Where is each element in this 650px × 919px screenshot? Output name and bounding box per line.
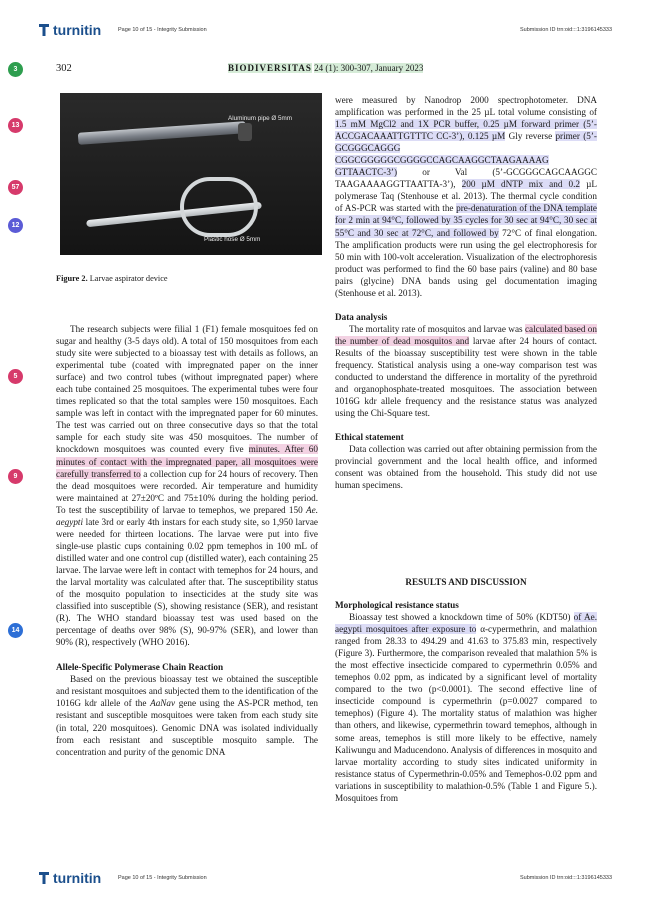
match-badge[interactable]: 3 — [8, 62, 23, 77]
paragraph-results: Bioassay test showed a knockdown time of… — [335, 612, 597, 803]
paragraph-pcr: were measured by Nanodrop 2000 spectroph… — [335, 95, 598, 298]
submission-id: Submission ID trn:oid:::1:3196145333 — [519, 875, 612, 881]
journal-name: BIODIVERSITAS — [228, 63, 312, 73]
figure-photo: Aluminum pipe Ø 5mm Plastic hose Ø 5mm — [60, 93, 322, 255]
figure-label-bottom: Plastic hose Ø 5mm — [204, 236, 261, 243]
page-info: Page 10 of 15 - Integrity Submission — [118, 27, 207, 33]
figure-label-top: Aluminum pipe Ø 5mm — [228, 115, 293, 122]
paragraph-aspcr: Based on the previous bioassay test we o… — [56, 674, 319, 757]
left-column: The research subjects were filial 1 (F1)… — [56, 323, 318, 758]
paragraph-ethics: Data collection was carried out after ob… — [335, 444, 597, 491]
match-badge[interactable]: 9 — [8, 469, 23, 484]
turnitin-logo: turnitin — [38, 870, 101, 886]
match-badge[interactable]: 14 — [8, 623, 23, 638]
turnitin-logo-icon — [39, 24, 49, 36]
journal-volume: 24 (1): 300-307, January 2023 — [314, 63, 424, 73]
match-badge[interactable]: 5 — [8, 369, 23, 384]
section-heading: Data analysis — [335, 311, 388, 322]
match-badge[interactable]: 57 — [8, 180, 23, 195]
connector — [238, 123, 252, 141]
right-column-top: were measured by Nanodrop 2000 spectroph… — [335, 94, 597, 491]
paragraph-data-analysis: The mortality rate of mosquitos and larv… — [335, 323, 597, 419]
section-heading: Morphological resistance status — [335, 600, 459, 610]
match-badge[interactable]: 13 — [8, 118, 23, 133]
page-info: Page 10 of 15 - Integrity Submission — [118, 875, 207, 881]
match-badge[interactable]: 12 — [8, 218, 23, 233]
submission-id: Submission ID trn:oid:::1:3196145333 — [519, 27, 612, 33]
turnitin-logo-icon — [39, 872, 49, 884]
section-heading: Ethical statement — [335, 432, 404, 443]
turnitin-footer: turnitin Page 10 of 15 - Integrity Submi… — [0, 870, 650, 892]
results-heading: RESULTS AND DISCUSSION — [405, 577, 527, 587]
figure-caption: Figure 2. Larvae aspirator device — [56, 274, 168, 283]
right-column-bottom: Morphological resistance status Bioassay… — [335, 599, 597, 804]
paragraph-methods: The research subjects were filial 1 (F1)… — [56, 324, 319, 648]
section-heading: Allele-Specific Polymerase Chain Reactio… — [56, 662, 224, 673]
running-header: BIODIVERSITAS 24 (1): 300-307, January 2… — [228, 63, 424, 73]
plastic-hose-loop — [180, 177, 258, 237]
page-number: 302 — [56, 63, 72, 74]
turnitin-logo: turnitin — [38, 22, 101, 38]
turnitin-header: turnitin Page 10 of 15 - Integrity Submi… — [0, 22, 650, 44]
